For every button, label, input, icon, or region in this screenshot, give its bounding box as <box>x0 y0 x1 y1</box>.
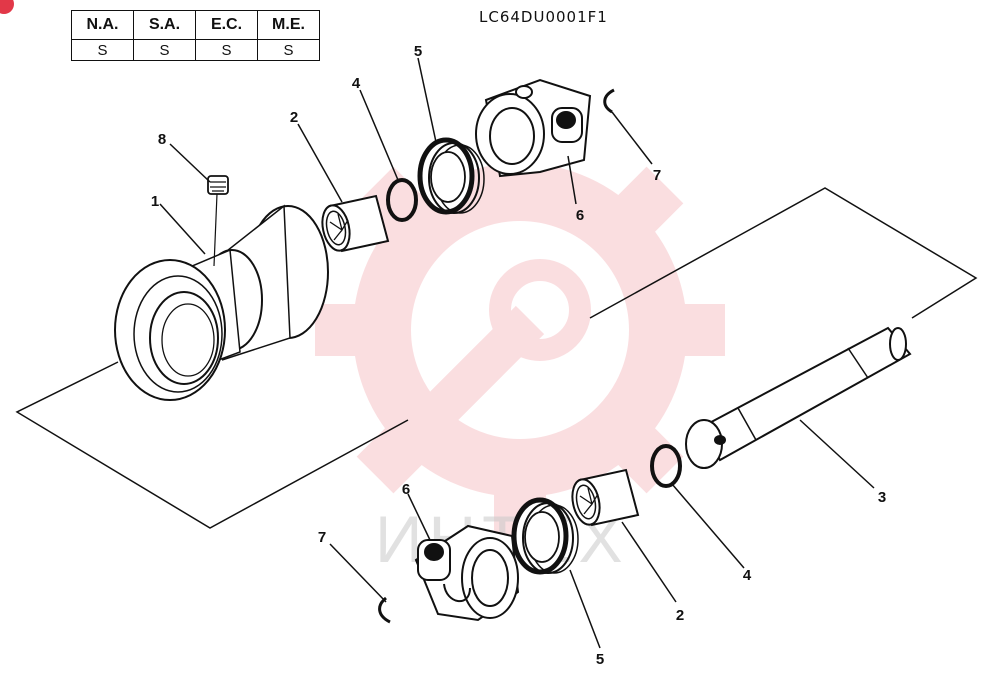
callout-7-lower: 7 <box>318 529 326 546</box>
table-header-me: M.E. <box>257 10 320 40</box>
roller-body <box>114 204 329 401</box>
callout-2: 2 <box>290 109 298 126</box>
callout-1: 1 <box>151 193 159 210</box>
gear-logo-watermark-icon <box>315 125 725 535</box>
callout-3: 3 <box>878 489 886 506</box>
callout-2-lower: 2 <box>676 607 684 624</box>
leader-lines <box>159 57 875 649</box>
table-header-na: N.A. <box>71 10 134 40</box>
plug <box>207 175 229 267</box>
pin <box>603 88 615 114</box>
callout-5-lower: 5 <box>596 651 604 668</box>
callout-6: 6 <box>576 207 584 224</box>
callout-6-lower: 6 <box>402 481 410 498</box>
applicability-table: N.A. S.A. E.C. M.E. S S S S <box>71 10 320 61</box>
callout-5: 5 <box>414 43 422 60</box>
callout-8: 8 <box>158 131 166 148</box>
collar-lower <box>414 524 520 622</box>
assembly-guide-lines <box>15 187 978 529</box>
drawing-id: LC64DU0001F1 <box>479 8 608 26</box>
table-header-sa: S.A. <box>133 10 196 40</box>
collar <box>475 78 592 178</box>
table-value-me: S <box>257 39 320 61</box>
callout-4-lower: 4 <box>743 567 752 584</box>
callout-4: 4 <box>352 75 361 92</box>
table-header-ec: E.C. <box>195 10 258 40</box>
callout-7: 7 <box>653 167 661 184</box>
shaft <box>685 326 912 469</box>
o-ring <box>386 178 682 488</box>
callout-labels: 1 2 4 5 8 6 7 3 6 7 2 4 5 <box>151 43 886 668</box>
corner-mark-icon <box>0 0 14 14</box>
table-value-ec: S <box>195 39 258 61</box>
